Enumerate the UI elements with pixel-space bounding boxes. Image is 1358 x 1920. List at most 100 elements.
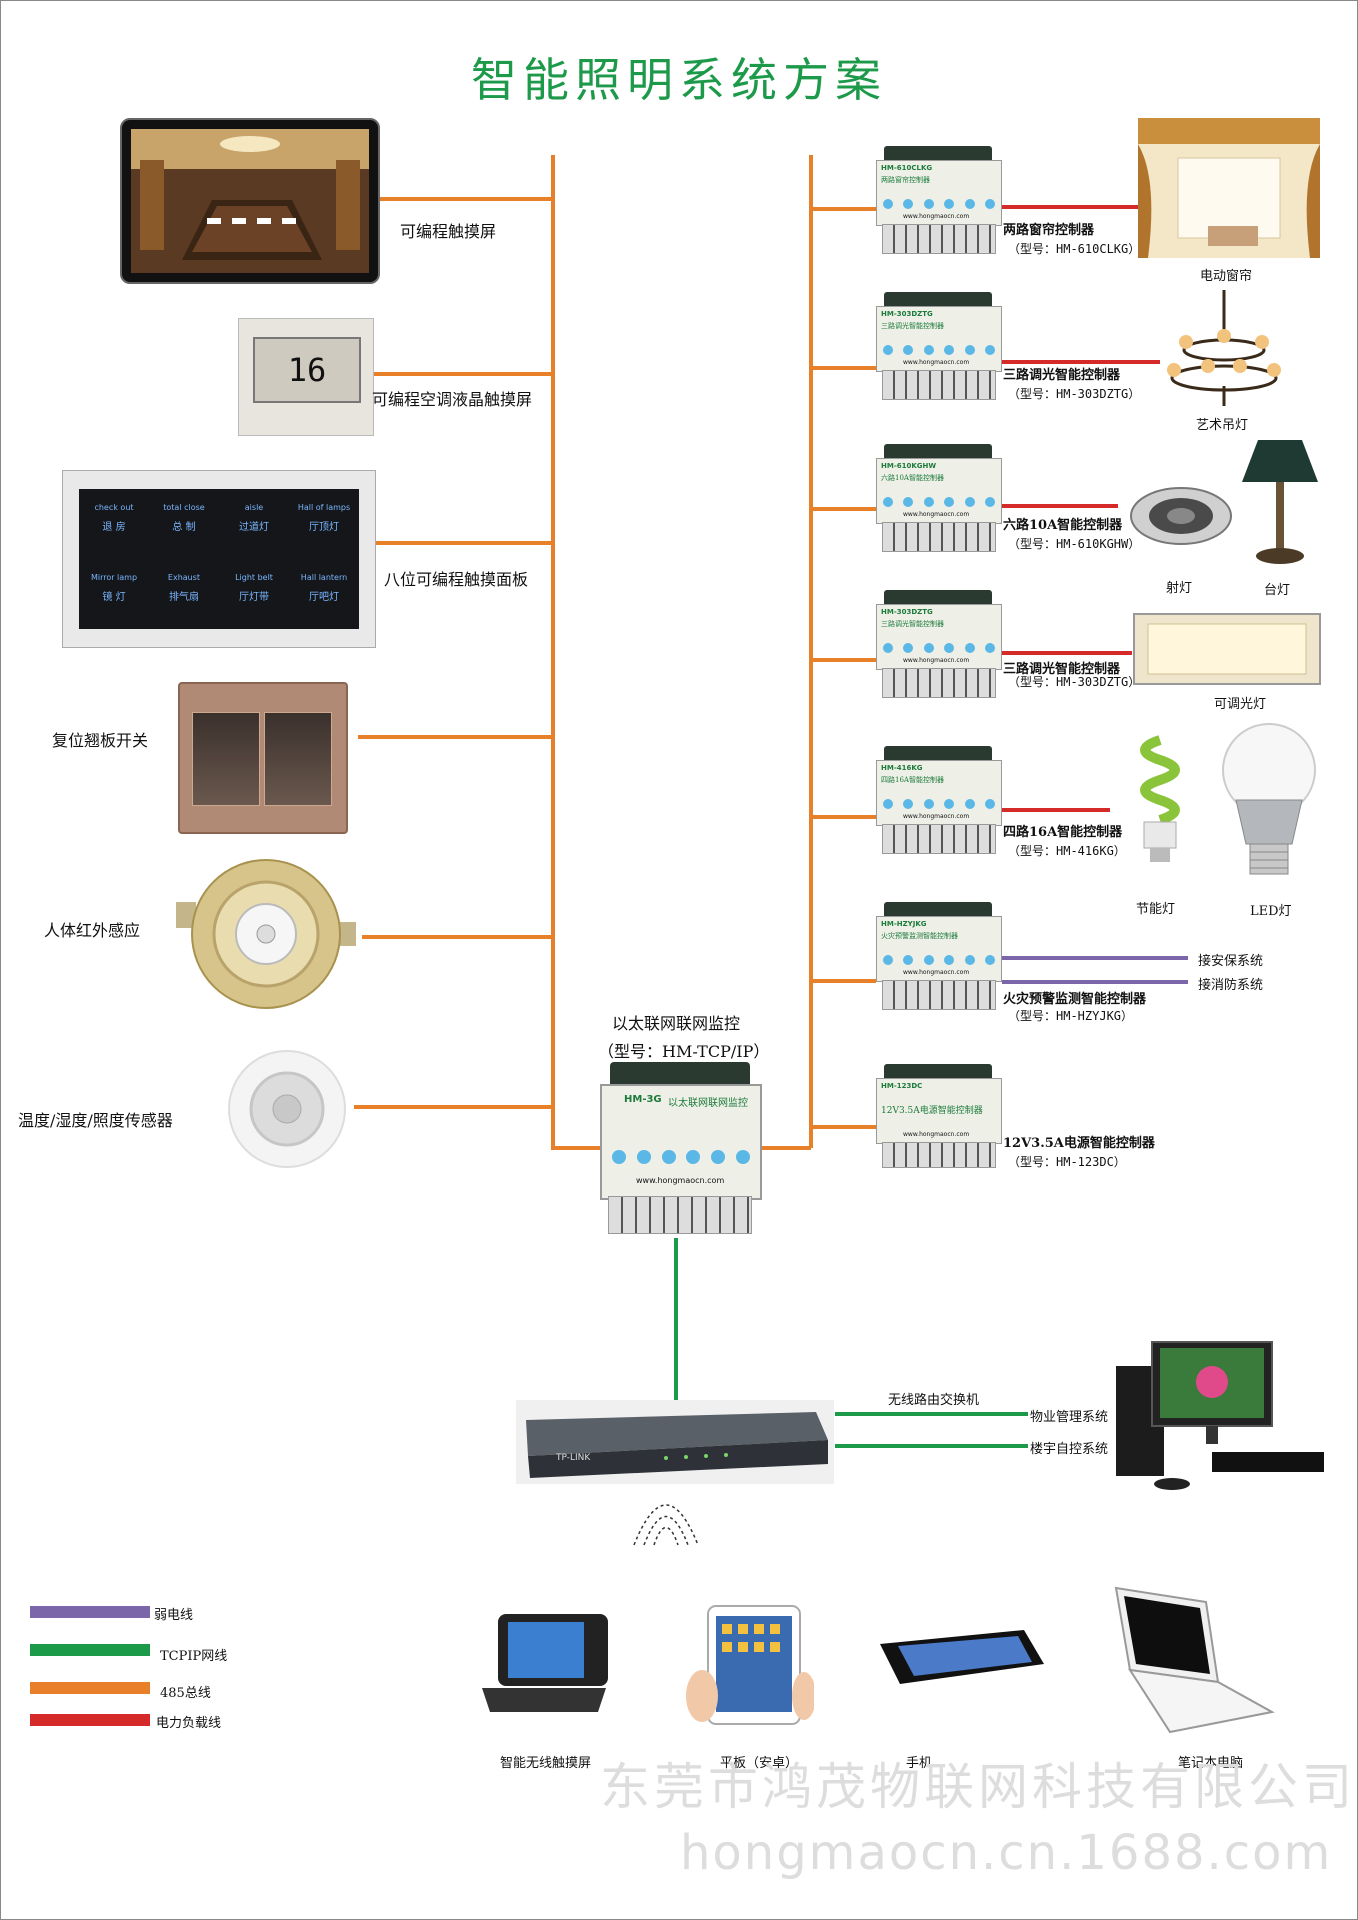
client-laptop: 笔记本电脑 — [1178, 1756, 1244, 1771]
ctl-vents — [882, 824, 996, 854]
rocker-key-left[interactable] — [192, 712, 260, 806]
ctl-key[interactable] — [883, 497, 893, 507]
hub-key[interactable] — [661, 1150, 676, 1164]
ctl-vents — [882, 370, 996, 400]
ctl-3-name: 六路10A智能控制器 — [1003, 518, 1123, 533]
ctl-key[interactable] — [883, 199, 893, 209]
ctl-key[interactable] — [883, 799, 893, 809]
ctl-site: www.hongmaocn.com — [903, 359, 970, 366]
ctl-key[interactable] — [903, 497, 914, 507]
ctl-code: HM-610KGHW — [881, 462, 937, 470]
router-brand: TP-LINK — [555, 1453, 591, 1463]
ctl-key[interactable] — [923, 799, 934, 809]
link-building-auto: 楼宇自控系统 — [1030, 1442, 1109, 1457]
ctl-key[interactable] — [883, 643, 893, 653]
legend-power: 电力负载线 — [156, 1716, 222, 1731]
ctl-code: HM-123DC — [881, 1082, 923, 1090]
ctl-key[interactable] — [903, 199, 914, 209]
hub-keys — [612, 1150, 750, 1166]
hub-key[interactable] — [636, 1150, 651, 1164]
hub-key[interactable] — [711, 1150, 726, 1164]
curtain-icon — [1138, 118, 1320, 258]
ctl-key[interactable] — [923, 199, 934, 209]
ctl-key[interactable] — [964, 643, 975, 653]
ctl-key[interactable] — [964, 497, 975, 507]
target-fire: 接消防系统 — [1198, 978, 1264, 993]
ctl-7-model: （型号：HM-123DC） — [1008, 1155, 1126, 1169]
ctl-key[interactable] — [944, 643, 955, 653]
ctl-key[interactable] — [903, 799, 914, 809]
ctl-key[interactable] — [923, 497, 934, 507]
ctl-site: www.hongmaocn.com — [903, 657, 970, 664]
ctl-2-name: 三路调光智能控制器 — [1003, 368, 1121, 383]
legend-swatch-tcpip — [30, 1644, 150, 1656]
ctl-key[interactable] — [923, 955, 934, 965]
ctl-module-title: 12V3.5A电源智能控制器 — [881, 1106, 983, 1116]
label-ac-screen: 可编程空调液晶触摸屏 — [372, 390, 533, 409]
ctl-key[interactable] — [964, 955, 975, 965]
ctl-key[interactable] — [984, 345, 995, 355]
ctl-key[interactable] — [903, 643, 914, 653]
ctl-terminal-block — [884, 146, 992, 160]
ctl-key[interactable] — [903, 955, 914, 965]
page-title: 智能照明系统方案 — [471, 53, 887, 107]
conference-room-icon — [131, 129, 369, 273]
ctl-key[interactable] — [923, 345, 934, 355]
ctl-keys — [883, 345, 995, 355]
ctl-key[interactable] — [883, 955, 893, 965]
ctl-key[interactable] — [964, 345, 975, 355]
ctl-key[interactable] — [944, 799, 955, 809]
ctl-key[interactable] — [944, 345, 955, 355]
ctl-key[interactable] — [944, 199, 955, 209]
ctl-terminal-block — [884, 292, 992, 306]
ctl-2-model: （型号：HM-303DZTG） — [1008, 387, 1141, 401]
tablet-icon — [686, 1605, 814, 1725]
ctl-key[interactable] — [984, 199, 995, 209]
ctl-key[interactable] — [883, 345, 893, 355]
ctl-key[interactable] — [984, 497, 995, 507]
touchscreen-device — [120, 118, 380, 284]
ctl-key[interactable] — [984, 643, 995, 653]
ctl-key[interactable] — [944, 955, 955, 965]
ctl-module-title: 三路调光智能控制器 — [881, 322, 944, 330]
hub-key[interactable] — [735, 1150, 750, 1164]
rocker-switch-device — [178, 682, 348, 834]
ctl-key[interactable] — [964, 199, 975, 209]
hub-key[interactable] — [686, 1150, 701, 1164]
ctl-key[interactable] — [944, 497, 955, 507]
ctl-6-model: （型号：HM-HZYJKG） — [1008, 1009, 1134, 1023]
load-cfl: 节能灯 — [1136, 902, 1176, 917]
label-touch-panel: 八位可编程触摸面板 — [384, 570, 529, 589]
ctl-key[interactable] — [984, 955, 995, 965]
ctl-key[interactable] — [984, 799, 995, 809]
ctl-vents — [882, 1142, 996, 1168]
load-table-lamp: 台灯 — [1264, 583, 1291, 598]
hub-key[interactable] — [612, 1150, 626, 1164]
ac-display: 16 — [253, 337, 361, 403]
phone-icon — [880, 1630, 1044, 1684]
ctl-key[interactable] — [903, 345, 914, 355]
hub-model: （型号：HM-TCP/IP） — [598, 1042, 770, 1061]
led-bulb-icon — [1222, 723, 1316, 875]
load-panel-light: 可调光灯 — [1214, 697, 1267, 712]
ctl-key[interactable] — [964, 799, 975, 809]
rocker-key-right[interactable] — [264, 712, 332, 806]
hub-module-title: 以太联网联网监控 — [668, 1098, 748, 1109]
ctl-key[interactable] — [923, 643, 934, 653]
router-label: 无线路由交换机 — [888, 1393, 980, 1408]
ctl-site: www.hongmaocn.com — [903, 813, 970, 820]
